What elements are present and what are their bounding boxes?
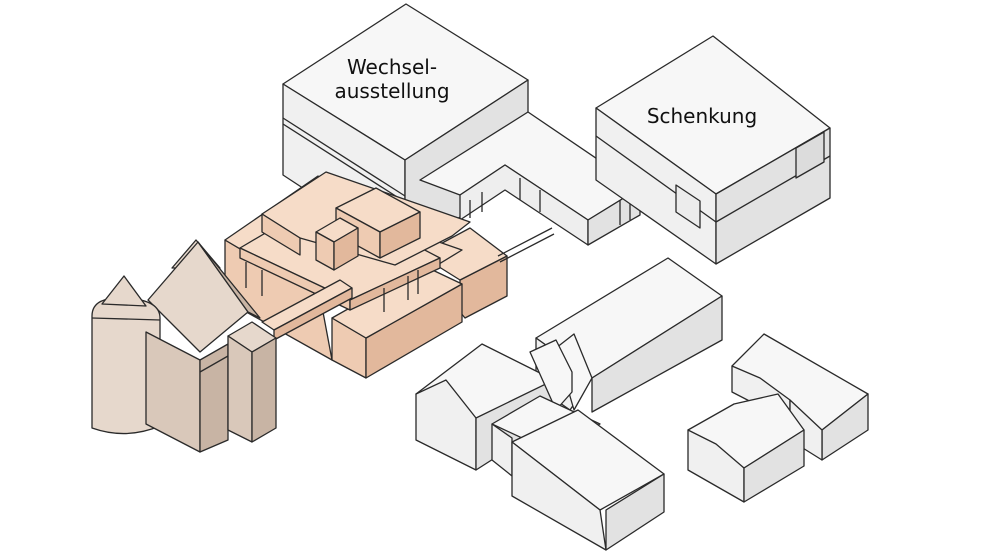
house-right-pair: [687, 333, 869, 503]
schenkung-label: Schenkung: [646, 104, 758, 128]
castle-round-tower: [91, 297, 161, 435]
museum-building: [224, 171, 508, 379]
wechselausstellung-label: Wechsel- ausstellung: [322, 55, 462, 103]
house-front-center: [491, 395, 665, 551]
schenkung-building: [595, 35, 831, 265]
castle: [91, 239, 277, 453]
wechsel-label-line2: ausstellung: [334, 79, 450, 103]
castle-body-front: [145, 331, 201, 453]
wechsel-label-line1: Wechsel-: [346, 55, 438, 79]
